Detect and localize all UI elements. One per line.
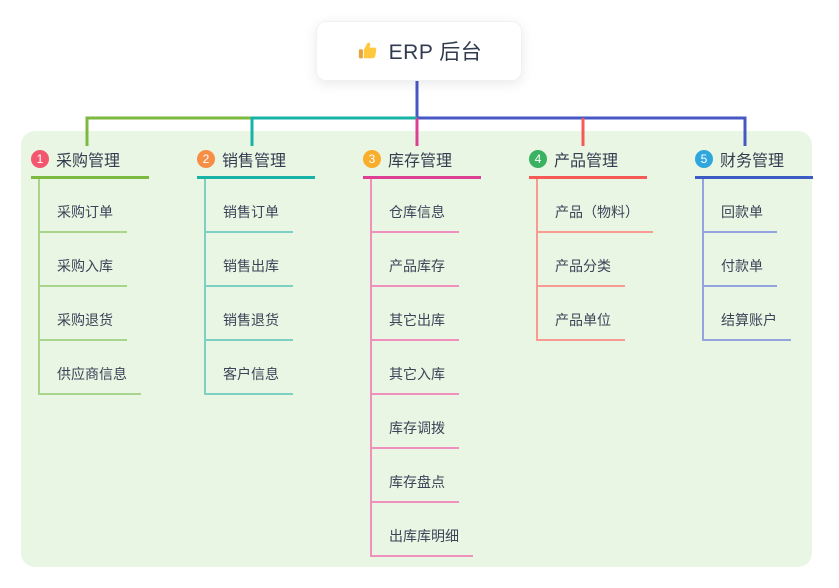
child-tree-line — [204, 179, 206, 395]
category-number-badge: 5 — [695, 150, 713, 168]
mindmap-item-label: 库存盘点 — [389, 474, 445, 490]
mindmap-item[interactable]: 出库库明细 — [370, 503, 473, 557]
category-number-badge: 2 — [197, 150, 215, 168]
mindmap-item[interactable]: 付款单 — [702, 233, 777, 287]
category-header[interactable]: 5 财务管理 — [695, 148, 813, 179]
root-node-title: ERP 后台 — [388, 41, 483, 64]
child-tree-line — [536, 179, 538, 341]
mindmap-item-label: 产品分类 — [555, 258, 611, 274]
mindmap-item-label: 产品库存 — [389, 258, 445, 274]
mindmap-item-label: 其它出库 — [389, 312, 445, 328]
category-column: 2 销售管理销售订单销售出库销售退货客户信息 — [197, 148, 315, 395]
mindmap-item-label: 回款单 — [721, 204, 763, 220]
mindmap-item[interactable]: 销售出库 — [204, 233, 293, 287]
category-items: 仓库信息产品库存其它出库其它入库库存调拨库存盘点出库库明细 — [370, 179, 481, 557]
mindmap-item[interactable]: 采购订单 — [38, 179, 127, 233]
mindmap-item-label: 采购入库 — [57, 258, 113, 274]
mindmap-item[interactable]: 产品分类 — [536, 233, 625, 287]
category-column: 4 产品管理产品（物料） 产品分类产品单位 — [529, 148, 653, 341]
category-label: 财务管理 — [720, 153, 785, 170]
mindmap-item[interactable]: 产品单位 — [536, 287, 625, 341]
mindmap-item-label: 结算账户 — [721, 312, 777, 328]
mindmap-item[interactable]: 客户信息 — [204, 341, 293, 395]
mindmap-item[interactable]: 回款单 — [702, 179, 777, 233]
category-column: 3 库存管理仓库信息产品库存其它出库其它入库库存调拨库存盘点出库库明细 — [363, 148, 481, 557]
mindmap-item[interactable]: 销售退货 — [204, 287, 293, 341]
mindmap-item[interactable]: 产品（物料） — [536, 179, 653, 233]
mindmap-item-label: 产品单位 — [555, 312, 611, 328]
category-items: 采购订单采购入库采购退货供应商信息 — [38, 179, 149, 395]
mindmap-item[interactable]: 采购入库 — [38, 233, 127, 287]
mindmap-item-label: 供应商信息 — [57, 366, 127, 382]
category-number-badge: 1 — [31, 150, 49, 168]
category-label: 采购管理 — [56, 153, 121, 170]
category-items: 回款单付款单结算账户 — [702, 179, 813, 341]
child-tree-line — [38, 179, 40, 395]
category-column: 5 财务管理回款单付款单结算账户 — [695, 148, 813, 341]
mindmap-item-label: 出库库明细 — [389, 528, 459, 544]
category-number-badge: 3 — [363, 150, 381, 168]
mindmap-item-label: 客户信息 — [223, 366, 279, 382]
mindmap-item[interactable]: 其它入库 — [370, 341, 459, 395]
mindmap-item-label: 付款单 — [721, 258, 763, 274]
mindmap-item[interactable]: 供应商信息 — [38, 341, 141, 395]
mindmap-item[interactable]: 结算账户 — [702, 287, 791, 341]
mindmap-item[interactable]: 库存调拨 — [370, 395, 459, 449]
category-items: 产品（物料） 产品分类产品单位 — [536, 179, 653, 341]
mindmap-item-label: 销售订单 — [223, 204, 279, 220]
categories-panel — [21, 131, 812, 567]
mindmap-item[interactable]: 库存盘点 — [370, 449, 459, 503]
mindmap-item-label: 销售出库 — [223, 258, 279, 274]
thumbs-up-icon — [358, 42, 376, 58]
category-column: 1 采购管理采购订单采购入库采购退货供应商信息 — [31, 148, 149, 395]
mindmap-item[interactable]: 仓库信息 — [370, 179, 459, 233]
category-header[interactable]: 3 库存管理 — [363, 148, 481, 179]
mindmap-item-label: 仓库信息 — [389, 204, 445, 220]
category-number-badge: 4 — [529, 150, 547, 168]
category-header[interactable]: 2 销售管理 — [197, 148, 315, 179]
category-label: 销售管理 — [222, 153, 287, 170]
mindmap-item-label: 采购订单 — [57, 204, 113, 220]
category-items: 销售订单销售出库销售退货客户信息 — [204, 179, 315, 395]
mindmap-item-label: 销售退货 — [223, 312, 279, 328]
mindmap-item-label: 产品（物料） — [555, 204, 639, 220]
child-tree-line — [370, 179, 372, 557]
root-node-erp[interactable]: ERP 后台 — [316, 21, 522, 81]
mindmap-item[interactable]: 采购退货 — [38, 287, 127, 341]
mindmap-item[interactable]: 产品库存 — [370, 233, 459, 287]
child-tree-line — [702, 179, 704, 341]
mindmap-item-label: 库存调拨 — [389, 420, 445, 436]
category-header[interactable]: 4 产品管理 — [529, 148, 647, 179]
category-label: 库存管理 — [388, 153, 453, 170]
mindmap-item-label: 采购退货 — [57, 312, 113, 328]
mindmap-item[interactable]: 销售订单 — [204, 179, 293, 233]
mindmap-item-label: 其它入库 — [389, 366, 445, 382]
category-label: 产品管理 — [554, 153, 619, 170]
mindmap-item[interactable]: 其它出库 — [370, 287, 459, 341]
category-header[interactable]: 1 采购管理 — [31, 148, 149, 179]
